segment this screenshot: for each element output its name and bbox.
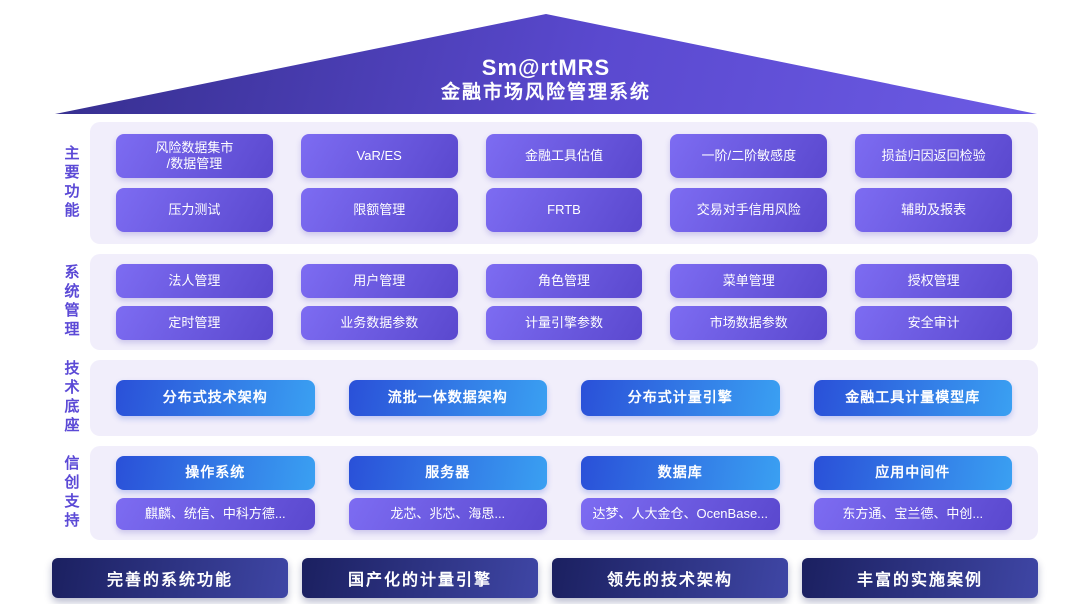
system-mgmt-button: 菜单管理 [670, 264, 828, 298]
footer-highlight-button: 完善的系统功能 [52, 558, 288, 598]
xinchuang-category-button: 操作系统 [116, 456, 315, 490]
main-function-button: 限额管理 [300, 188, 458, 232]
system-mgmt-button: 安全审计 [855, 306, 1012, 340]
system-management-row-2: 定时管理 业务数据参数 计量引擎参数 市场数据参数 安全审计 [116, 306, 1012, 340]
tech-base-button: 分布式计量引擎 [581, 380, 780, 416]
system-mgmt-button: 计量引擎参数 [485, 306, 643, 340]
main-function-button: 辅助及报表 [855, 188, 1012, 232]
main-functions-row-1: 风险数据集市 /数据管理 VaR/ES 金融工具估值 一阶/二阶敏感度 损益归因… [116, 134, 1012, 178]
section-label-tech-base: 技术底座 [62, 360, 80, 436]
system-mgmt-button: 角色管理 [485, 264, 643, 298]
xinchuang-vendor-row: 麒麟、统信、中科方德... 龙芯、兆芯、海思... 达梦、人大金仓、OcenBa… [116, 498, 1012, 530]
panel-system-management: 法人管理 用户管理 角色管理 菜单管理 授权管理 定时管理 业务数据参数 计量引… [90, 254, 1038, 350]
xinchuang-vendor-button: 麒麟、统信、中科方德... [116, 498, 315, 530]
system-mgmt-button: 授权管理 [855, 264, 1012, 298]
main-function-button: 压力测试 [116, 188, 273, 232]
main-function-button: 风险数据集市 /数据管理 [116, 134, 273, 178]
section-label-main-functions: 主要功能 [62, 145, 80, 221]
product-subtitle: 金融市场风险管理系统 [440, 82, 651, 104]
tech-base-button: 分布式技术架构 [116, 380, 315, 416]
tech-base-button: 流批一体数据架构 [348, 380, 547, 416]
system-mgmt-button: 业务数据参数 [300, 306, 458, 340]
footer-highlight-button: 领先的技术架构 [552, 558, 788, 598]
panel-main-functions: 风险数据集市 /数据管理 VaR/ES 金融工具估值 一阶/二阶敏感度 损益归因… [90, 122, 1038, 244]
section-xinchuang-support: 信创支持 操作系统 服务器 数据库 应用中间件 麒麟、统信、中科方德... 龙芯… [52, 446, 1038, 540]
xinchuang-vendor-button: 龙芯、兆芯、海思... [348, 498, 547, 530]
main-functions-row-2: 压力测试 限额管理 FRTB 交易对手信用风险 辅助及报表 [116, 188, 1012, 232]
section-label-system-management: 系统管理 [62, 264, 80, 340]
panel-xinchuang-support: 操作系统 服务器 数据库 应用中间件 麒麟、统信、中科方德... 龙芯、兆芯、海… [90, 446, 1038, 540]
xinchuang-vendor-button: 东方通、宝兰德、中创... [813, 498, 1012, 530]
system-mgmt-button: 法人管理 [116, 264, 273, 298]
section-label-xinchuang-support: 信创支持 [62, 455, 80, 531]
footer-highlight-button: 丰富的实施案例 [802, 558, 1038, 598]
system-management-row-1: 法人管理 用户管理 角色管理 菜单管理 授权管理 [116, 264, 1012, 298]
main-function-button: FRTB [485, 188, 643, 232]
section-system-management: 系统管理 法人管理 用户管理 角色管理 菜单管理 授权管理 定时管理 业务数据参… [52, 254, 1038, 350]
panel-tech-base: 分布式技术架构 流批一体数据架构 分布式计量引擎 金融工具计量模型库 [90, 360, 1038, 436]
xinchuang-category-button: 数据库 [581, 456, 780, 490]
xinchuang-category-button: 应用中间件 [813, 456, 1012, 490]
tech-base-button: 金融工具计量模型库 [813, 380, 1012, 416]
system-mgmt-button: 市场数据参数 [670, 306, 828, 340]
section-main-functions: 主要功能 风险数据集市 /数据管理 VaR/ES 金融工具估值 一阶/二阶敏感度… [52, 122, 1038, 244]
xinchuang-vendor-button: 达梦、人大金仓、OcenBase... [581, 498, 780, 530]
roof-banner: Sm@rtMRS 金融市场风险管理系统 [55, 14, 1037, 114]
xinchuang-category-button: 服务器 [348, 456, 547, 490]
main-function-button: 金融工具估值 [485, 134, 643, 178]
xinchuang-category-row: 操作系统 服务器 数据库 应用中间件 [116, 456, 1012, 490]
main-function-button: 交易对手信用风险 [670, 188, 828, 232]
footer-highlights-row: 完善的系统功能 国产化的计量引擎 领先的技术架构 丰富的实施案例 [52, 558, 1038, 598]
product-name: Sm@rtMRS [481, 54, 611, 80]
diagram-body: 主要功能 风险数据集市 /数据管理 VaR/ES 金融工具估值 一阶/二阶敏感度… [52, 122, 1038, 598]
main-function-button: 损益归因返回检验 [855, 134, 1012, 178]
system-mgmt-button: 用户管理 [300, 264, 458, 298]
main-function-button: VaR/ES [300, 134, 458, 178]
tech-base-row: 分布式技术架构 流批一体数据架构 分布式计量引擎 金融工具计量模型库 [116, 380, 1012, 416]
main-function-button: 一阶/二阶敏感度 [670, 134, 828, 178]
footer-highlight-button: 国产化的计量引擎 [302, 558, 538, 598]
section-tech-base: 技术底座 分布式技术架构 流批一体数据架构 分布式计量引擎 金融工具计量模型库 [52, 360, 1038, 436]
system-mgmt-button: 定时管理 [116, 306, 273, 340]
